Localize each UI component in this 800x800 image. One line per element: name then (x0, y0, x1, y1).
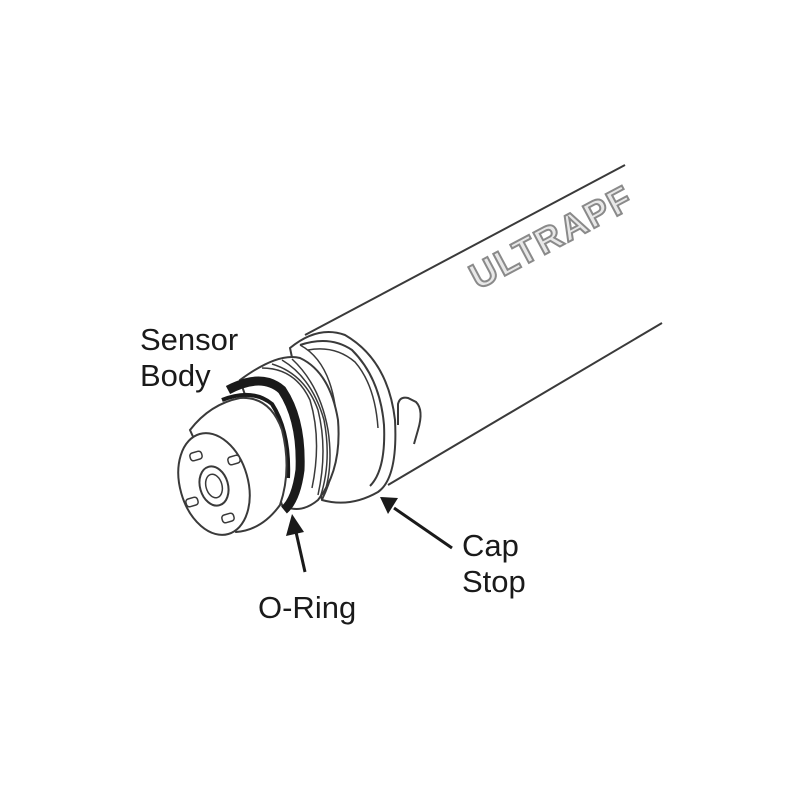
side-pin (397, 396, 422, 445)
sensor-body-label-line1: Sensor (140, 322, 239, 357)
o-ring-label: O-Ring (258, 590, 356, 626)
o-ring-arrow (286, 514, 307, 573)
sensor-tip (177, 396, 288, 536)
cap-stop-label-line1: Cap (462, 528, 519, 563)
sensor-body-label-line2: Body (140, 358, 211, 393)
sensor-tube (304, 164, 663, 486)
cap-stop-label-line2: Stop (462, 564, 526, 599)
tube-top-edge (304, 164, 626, 336)
sensor-body-label: Sensor Body (140, 322, 238, 394)
o-ring (221, 376, 305, 514)
threaded-section (238, 356, 340, 510)
cap-stop-label: Cap Stop (462, 528, 526, 600)
callout-arrows (286, 497, 453, 573)
cap-stop-arrow (380, 497, 453, 550)
o-ring-label-text: O-Ring (258, 590, 357, 625)
tube-bottom-edge (387, 322, 663, 486)
